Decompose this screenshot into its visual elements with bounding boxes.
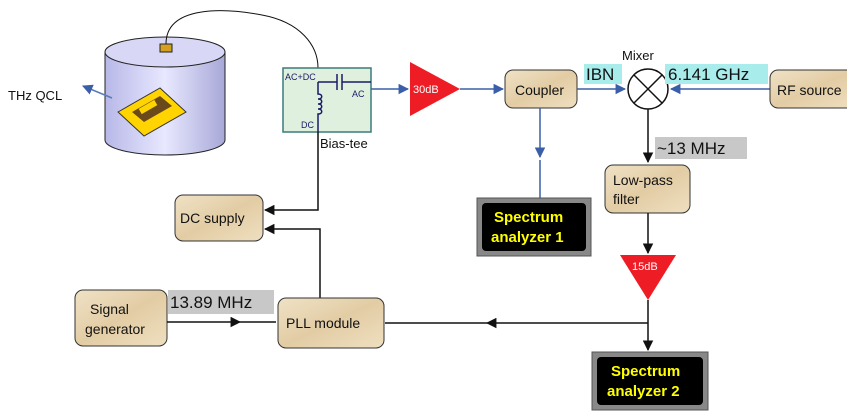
- signal-generator-line1: Signal: [90, 301, 129, 317]
- rf-source-box: [769, 69, 847, 109]
- amp1-triangle: [410, 62, 460, 116]
- lo-freq-label: 6.141 GHz: [668, 65, 749, 84]
- bias-tee-port-dc: DC: [301, 120, 314, 130]
- mixer-label: Mixer: [622, 48, 654, 63]
- signal-generator-line2: generator: [85, 321, 145, 337]
- bias-tee-port-acdc: AC+DC: [285, 72, 316, 82]
- amp1-gain: 30dB: [413, 84, 439, 96]
- coupler-label: Coupler: [515, 82, 564, 98]
- dc-supply-label: DC supply: [180, 210, 245, 226]
- qcl-cryostat: [104, 36, 226, 156]
- pll-module-label: PLL module: [286, 315, 360, 331]
- spectrum-analyzer-1: [476, 197, 592, 257]
- mixer-symbol: [627, 68, 669, 110]
- spectrum-analyzer-2: [591, 351, 709, 411]
- lowpass-label-line2: filter: [613, 191, 640, 207]
- lowpass-label-line1: Low-pass: [613, 172, 673, 188]
- signal-generator-box: [74, 289, 168, 347]
- qcl-label: THz QCL: [8, 88, 62, 103]
- lo-freq-highlight: [665, 64, 768, 84]
- pll-module-box: [277, 297, 385, 349]
- pll-to-dcsupply-line: [263, 223, 321, 298]
- qcl-chip: [117, 87, 187, 137]
- dc-supply-box: [174, 194, 264, 242]
- biastee-dc-to-supply-line: [263, 132, 319, 216]
- if-freq-label: ~13 MHz: [657, 139, 726, 158]
- rf-source-label: RF source: [777, 82, 842, 98]
- spectrum-analyzer-2-line1: Spectrum: [611, 363, 680, 380]
- amp2-triangle: [620, 255, 676, 300]
- ref-freq-label: 13.89 MHz: [170, 293, 252, 312]
- amp2-gain: 15dB: [632, 261, 658, 273]
- qcl-output-arrow: [82, 84, 113, 99]
- ibn-highlight: [584, 64, 622, 84]
- bias-tee-label: Bias-tee: [320, 136, 368, 151]
- spectrum-analyzer-1-line2: analyzer 1: [491, 229, 564, 246]
- if-freq-tag: [655, 137, 747, 159]
- ref-freq-tag: [168, 290, 274, 314]
- spectrum-analyzer-2-line2: analyzer 2: [607, 383, 680, 400]
- bias-tee: [282, 67, 372, 133]
- ibn-label: IBN: [586, 65, 614, 84]
- bias-tee-port-ac: AC: [352, 89, 365, 99]
- qcl-bias-wire: [165, 10, 319, 69]
- spectrum-analyzer-1-line1: Spectrum: [494, 209, 563, 226]
